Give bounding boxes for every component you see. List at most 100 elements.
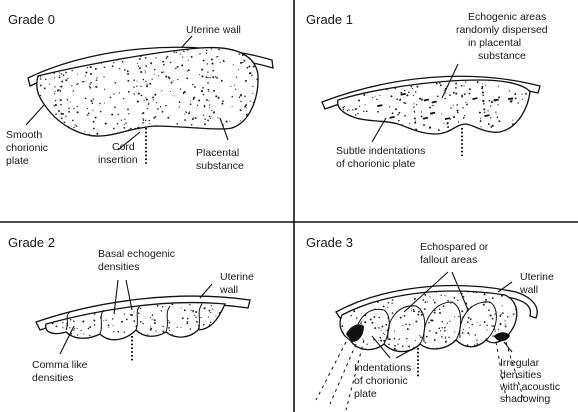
echo-dot <box>491 101 493 103</box>
echo-dot <box>176 123 178 125</box>
echo-dot <box>158 129 160 131</box>
echo-dot <box>492 335 493 336</box>
echo-dot <box>167 56 169 58</box>
echo-dot <box>169 330 170 331</box>
panel-grade-3: Grade 3 Echospared or fallout areas <box>306 235 563 410</box>
echo-dot <box>188 69 190 71</box>
echo-dot <box>392 299 394 301</box>
echo-dot <box>212 309 213 310</box>
echo-dot <box>127 73 129 75</box>
echo-dot <box>210 136 212 138</box>
echo-dot <box>89 48 90 49</box>
echo-dot <box>93 99 94 100</box>
echo-dot <box>53 64 54 65</box>
echo-dot <box>105 123 107 125</box>
echo-dot <box>484 353 486 355</box>
echo-dot <box>465 102 466 103</box>
uterine-wall-label: Uterine wall <box>186 24 241 36</box>
echo-dot <box>136 81 137 82</box>
echo-dot <box>511 100 512 101</box>
echo-dot <box>469 93 471 95</box>
echo-dot <box>480 126 481 127</box>
echo-dot <box>52 322 54 324</box>
echo-dot <box>222 100 224 102</box>
echo-dot <box>502 312 504 314</box>
echo-dot <box>520 325 522 327</box>
echo-dot <box>370 319 372 321</box>
echo-dot <box>119 92 120 93</box>
uterine-wall-label: Uterine wall <box>219 271 257 296</box>
echo-dot <box>86 302 88 304</box>
echo-dot <box>521 94 522 95</box>
echo-dot <box>443 305 445 307</box>
echo-dot <box>93 320 95 322</box>
echo-dot <box>442 327 443 328</box>
echo-dot <box>420 336 422 338</box>
echo-dot <box>450 107 452 109</box>
echo-dot <box>205 132 207 134</box>
echo-dot <box>129 340 130 341</box>
echo-dot <box>51 304 53 306</box>
echo-dot <box>59 90 61 92</box>
echo-dot <box>95 68 97 70</box>
echo-dot <box>201 75 203 77</box>
echo-dot <box>385 348 387 350</box>
echo-dot <box>461 310 463 312</box>
echo-dot <box>155 57 156 58</box>
echo-dot <box>434 302 436 304</box>
echo-dot <box>213 90 215 92</box>
echo-dot <box>143 323 144 324</box>
echo-dot <box>33 90 35 92</box>
echo-dot <box>134 93 135 94</box>
echo-dot <box>483 100 485 102</box>
echo-dot <box>358 295 360 297</box>
echogenic-areas-label: Echogenic areas randomly dispersed in pl… <box>456 11 551 62</box>
echo-dot <box>413 95 414 96</box>
panel-grade-1: Grade 1 Echogenic areas randomly dispers… <box>306 11 551 170</box>
echo-dot <box>212 70 214 72</box>
echo-dot <box>110 97 112 99</box>
echo-dot <box>440 84 442 86</box>
echo-dot <box>525 131 526 132</box>
echo-dot <box>467 127 469 129</box>
echo-dot <box>145 81 146 82</box>
echo-dot <box>157 305 159 307</box>
echo-dot <box>392 312 394 314</box>
echo-dot <box>437 95 439 97</box>
echo-dot <box>54 50 56 52</box>
echo-dot <box>68 111 70 113</box>
echo-dot <box>73 90 74 91</box>
echo-dot <box>391 302 392 303</box>
echo-dot <box>165 336 167 338</box>
echo-dot <box>168 77 170 79</box>
echo-dot <box>487 135 488 136</box>
echo-dot <box>454 136 455 137</box>
echo-dot <box>145 70 146 71</box>
echo-dot <box>415 91 416 92</box>
echo-dot <box>138 93 140 95</box>
echo-dot <box>124 332 125 333</box>
echo-dot <box>93 45 95 47</box>
irregular-densities-label: Irregular densities with acoustic shadow… <box>499 357 563 405</box>
echo-dot <box>415 128 417 130</box>
echo-dot <box>357 134 359 136</box>
echo-dot <box>226 340 228 342</box>
echo-dot <box>491 325 492 326</box>
echo-dot <box>468 136 469 137</box>
echo-dot <box>335 81 336 82</box>
echo-dot <box>90 87 92 89</box>
echo-dot <box>413 106 414 107</box>
echo-dot <box>163 131 164 132</box>
echo-dot <box>221 103 223 105</box>
echo-dot <box>213 139 214 140</box>
echo-dot <box>147 86 149 88</box>
echo-dot <box>408 91 410 93</box>
echo-dot <box>82 321 84 323</box>
echo-dot <box>99 103 101 105</box>
echo-dot <box>529 118 531 120</box>
echo-dot <box>133 79 135 81</box>
echo-dot <box>112 318 114 320</box>
echo-dot <box>501 305 502 306</box>
echo-dot <box>513 131 515 133</box>
echo-dot <box>356 126 357 127</box>
